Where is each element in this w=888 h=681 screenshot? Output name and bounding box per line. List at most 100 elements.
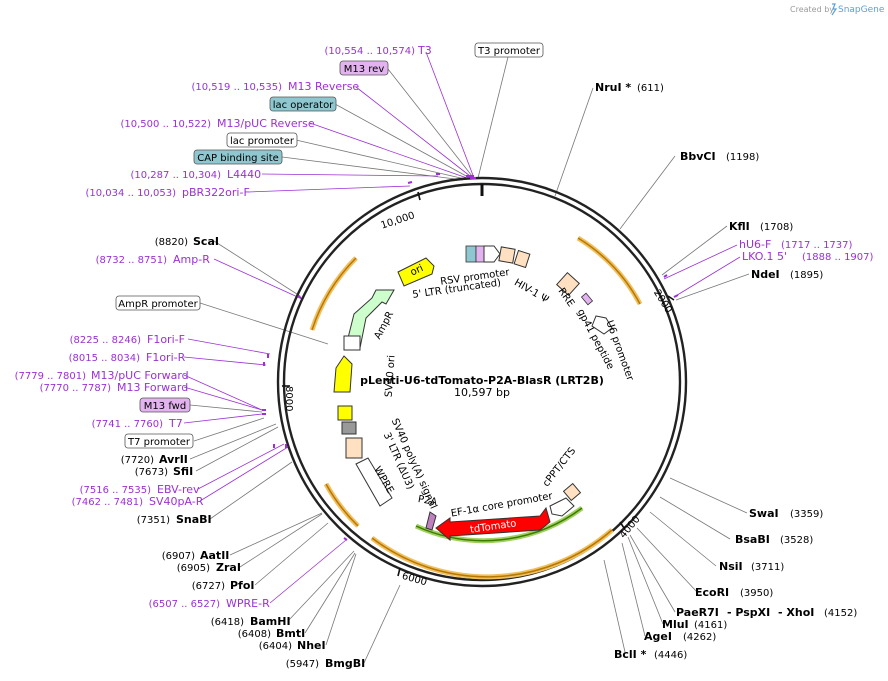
box-lac-operator [269,96,337,112]
map-title: pLenti-U6-tdTomato-P2A-BlasR (LRT2B) 10,… [360,374,604,399]
top-labels: (10,554 .. 10,574) T3 T3 promoter M13 re… [86,42,544,199]
site-ecori-pos: (3950) [740,588,773,599]
primer-range-f1ori-r: (8015 .. 8034) [69,353,141,364]
site-bcli-pos: (4446) [654,650,687,661]
leader-lines [183,51,750,664]
u6-promoter-arrow [591,315,613,335]
site-bsabi: BsaBI [735,533,770,546]
label-ef1a: EF-1α core promoter [450,491,554,520]
site-agei-pos: (4262) [683,632,716,643]
site-pfoi-pos: (6727) [192,581,225,592]
primer-m13puc-forward: M13/pUC Forward [91,369,189,382]
site-bamhi-pos: (6418) [211,617,244,628]
rre-box [555,271,581,297]
box-t7-promoter [124,433,194,449]
primer-pbr322ori-f: pBR322ori-F [182,186,250,199]
site-nsii-pos: (3711) [751,562,784,573]
primer-lko1-5: LKO.1 5' [742,250,787,263]
site-xhoi-pos: (4152) [824,608,857,619]
site-nhei-pos: (6404) [259,641,292,652]
primer-amp-r: Amp-R [173,253,210,266]
primer-range-ebv-rev: (7516 .. 7535) [80,485,152,496]
primer-range-m13-forward: (7770 .. 7787) [40,383,112,394]
primer-hu6-f: hU6-F [739,238,771,251]
primer-range-t7: (7741 .. 7760) [92,419,164,430]
primer-range-m13puc-forward: (7779 .. 7801) [15,371,87,382]
site-kfli-pos: (1708) [760,222,793,233]
site-ndei: NdeI [751,268,780,281]
primer-m13-reverse: M13 Reverse [288,80,359,93]
site-paer7i: PaeR7I [676,606,719,619]
lac-operator-box [465,245,477,263]
site-bsabi-pos: (3528) [780,535,813,546]
snapgene-brand: Created by SnapGene [790,3,885,16]
site-nrui-pos: (611) [637,83,664,94]
orf-arcs [309,235,643,580]
site-bbvci: BbvCI [680,150,716,163]
site-bmgbi-pos: (5947) [286,659,319,670]
m13-box [475,245,485,263]
site-bmti: BmtI [276,627,305,640]
primer-range-wpre-r: (6507 .. 6527) [149,599,221,610]
primer-t3: T3 [417,44,432,57]
plasmid-name: pLenti-U6-tdTomato-P2A-BlasR (LRT2B) [360,374,604,387]
site-aatii-pos: (6907) [162,551,195,562]
tick-label-6000: 6000 [401,571,428,589]
site-nrui: NruI * [595,81,631,94]
box-ampr-promoter [115,295,201,311]
box-cap-binding-site [193,149,283,165]
rsv-promoter-arrow [483,245,501,263]
site-swai: SwaI [749,507,779,520]
tick-label-4000: 4000 [618,514,643,541]
site-sfii-pos: (7673) [135,467,168,478]
left-labels: (8820) ScaI (8732 .. 8751) Amp-R AmpR pr… [15,235,366,670]
hiv-psi-box [513,249,531,269]
tdtomato-feature [435,506,551,542]
site-mlui: MluI [662,618,689,631]
orf-arc-bottom-orange [370,528,614,580]
site-snabi: SnaBI [176,513,212,526]
label-t7-promoter: T7 promoter [127,437,191,448]
primer-l4440: L4440 [227,168,261,181]
f1-ori-box [343,335,361,351]
primer-range-hu6-f: (1717 .. 1737) [781,240,853,251]
site-bamhi: BamHI [250,615,291,628]
label-p2a: P2A [417,494,438,508]
box-m13-rev [339,60,389,76]
site-avrii-pos: (7720) [121,455,154,466]
brand-name: SnapGene [838,5,885,15]
label-m13-fwd: M13 fwd [144,401,186,412]
primer-range-l4440: (10,287 .. 10,304) [131,170,222,181]
label-lac-promoter: lac promoter [230,136,295,147]
primer-range-t3: (10,554 .. 10,574) [325,46,416,57]
label-sv40-ori: SV40 ori [384,355,398,398]
site-bmgbi: BmgBI [325,657,365,670]
primer-range-m13-reverse: (10,519 .. 10,535) [192,82,283,93]
sv40-ori-feature [333,355,353,393]
right-lower-sites: SwaI (3359) BsaBI (3528) NsiI (3711) Eco… [614,507,857,661]
brand-created-by: Created by [790,5,834,14]
box-t3-promoter [474,42,544,58]
right-upper-sites: NruI * (611) BbvCI (1198) KflI (1708) hU… [595,81,874,281]
cppt-box [562,482,582,502]
primer-ebv-rev: EBV-rev [157,483,200,496]
box-lac-promoter [226,132,298,148]
wpre-box [355,457,393,507]
site-sfii: SfiI [173,465,193,478]
label-t3-promoter: T3 promoter [477,46,541,57]
plasmid-backbone [276,176,688,588]
primer-range-lko1-5: (1888 .. 1907) [802,252,874,263]
p2a-box [425,511,437,531]
site-xhoi: - XhoI [778,606,814,619]
site-agei: AgeI [644,630,672,643]
primer-f1ori-r: F1ori-R [146,351,186,364]
label-m13-rev: M13 rev [344,64,385,75]
site-aatii: AatII [200,549,229,562]
primer-m13-forward: M13 Forward [117,381,188,394]
primer-wpre-r: WPRE-R [226,597,270,610]
label-lac-operator: lac operator [273,100,334,111]
tick-label-10000: 10,000 [380,210,417,231]
site-snabi-pos: (7351) [137,515,170,526]
